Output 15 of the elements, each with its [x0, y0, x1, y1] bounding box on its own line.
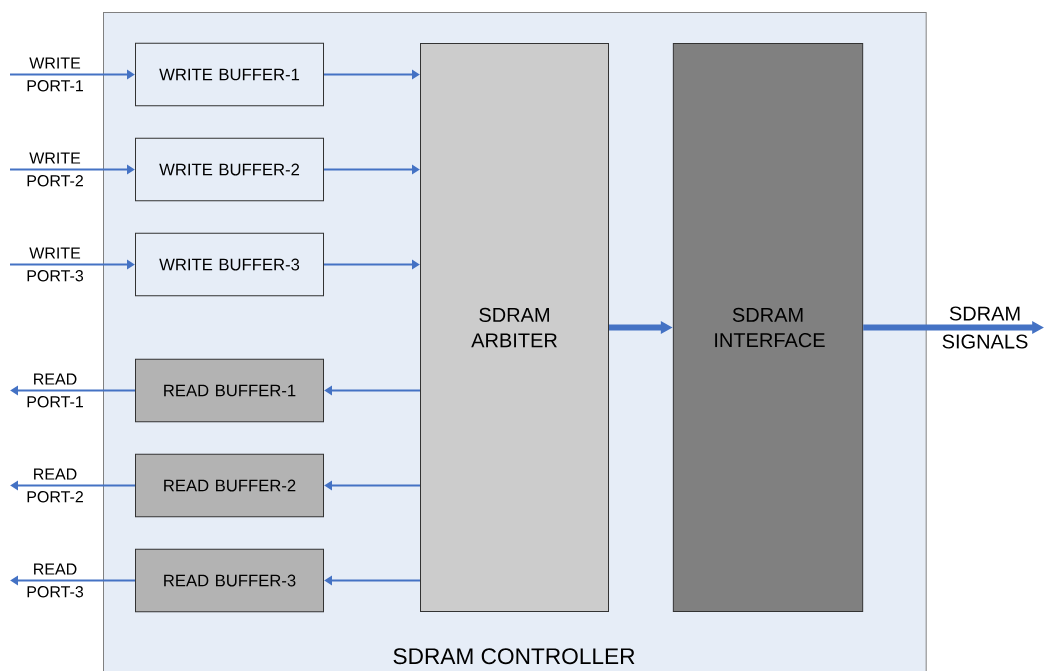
- port-label: READ PORT-1: [27, 373, 83, 408]
- port-label: READ PORT-2: [27, 468, 83, 503]
- buffer-box: WRITE BUFFER-3: [135, 232, 324, 297]
- port-label: SDRAM SIGNALS: [942, 306, 1028, 349]
- buffer-box: WRITE BUFFER-2: [135, 137, 324, 202]
- buffer-box: READ BUFFER-3: [135, 548, 324, 613]
- port-label: READ PORT-3: [27, 563, 84, 598]
- interface-block: SDRAM INTERFACE: [672, 43, 864, 612]
- buffer-box: READ BUFFER-1: [135, 358, 324, 423]
- port-label: WRITE PORT-3: [27, 247, 84, 282]
- port-label: WRITE PORT-1: [27, 57, 83, 92]
- buffer-box: READ BUFFER-2: [135, 453, 324, 518]
- arbiter-block: SDRAM ARBITER: [420, 43, 609, 612]
- buffer-box: WRITE BUFFER-1: [135, 42, 324, 107]
- port-label: WRITE PORT-2: [27, 152, 83, 187]
